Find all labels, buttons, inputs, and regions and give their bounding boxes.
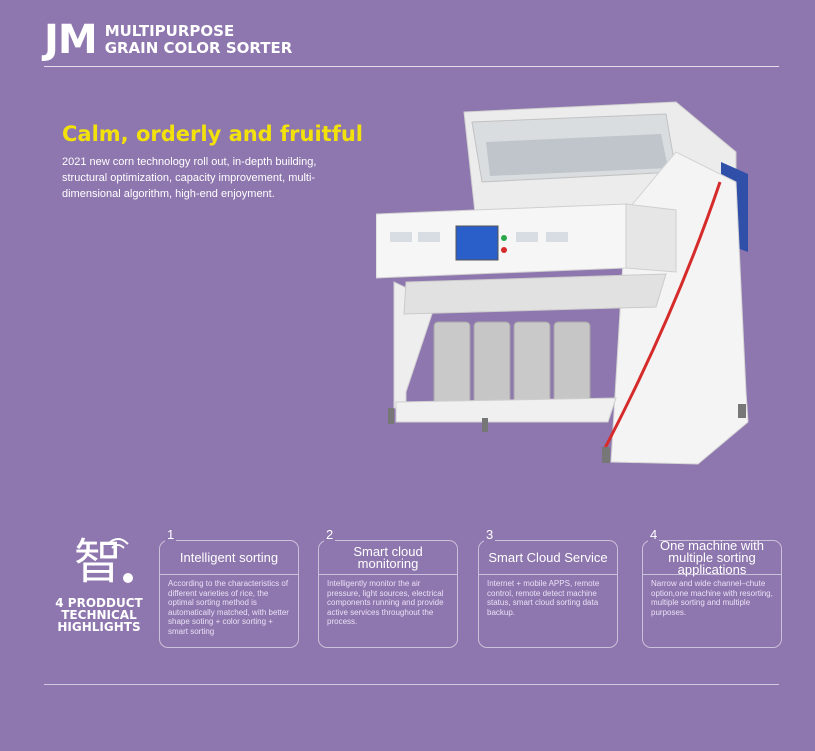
product-title-line2: GRAIN COLOR SORTER <box>104 39 293 57</box>
smart-highlights-icon: 智 <box>74 534 133 590</box>
top-divider <box>44 66 779 67</box>
highlight-card-title: Intelligent sorting <box>160 541 298 575</box>
highlight-card-smart-cloud-monitoring: 2 Smart cloud monitoring Intelligently m… <box>318 528 458 648</box>
color-sorter-machine-image <box>376 101 749 465</box>
highlight-card-title: Smart Cloud Service <box>479 541 617 575</box>
product-title: MULTIPURPOSE GRAIN COLOR SORTER <box>105 23 293 57</box>
highlight-card-description: Intelligently monitor the air pressure, … <box>327 579 444 626</box>
highlight-card-number: 1 <box>165 527 177 542</box>
header: JM MULTIPURPOSE GRAIN COLOR SORTER <box>44 20 292 60</box>
highlights-title: 4 PRODDUCT TECHNICAL HIGHLIGHTS <box>44 597 154 633</box>
brand-logo: JM <box>44 17 98 63</box>
bottom-divider <box>44 684 779 685</box>
highlight-card-title: Smart cloud monitoring <box>319 541 457 575</box>
highlights-title-line3: HIGHLIGHTS <box>57 620 141 634</box>
highlight-card-description: Internet + mobile APPS, remote control, … <box>487 579 600 617</box>
hero-description: 2021 new corn technology roll out, in-de… <box>62 156 317 200</box>
highlight-card-title: One machine with multiple sorting applic… <box>643 539 781 576</box>
highlight-card-multiple-sorting: 4 One machine with multiple sorting appl… <box>642 528 782 648</box>
highlight-card-intelligent-sorting: 1 Intelligent sorting According to the c… <box>159 528 299 648</box>
highlight-card-smart-cloud-service: 3 Smart Cloud Service Internet + mobile … <box>478 528 618 648</box>
product-title-line1: MULTIPURPOSE <box>104 22 235 40</box>
highlight-card-description: Narrow and wide channel–chute option,one… <box>651 579 773 617</box>
highlight-card-number: 2 <box>324 527 336 542</box>
highlight-card-description: According to the characteristics of diff… <box>168 579 289 636</box>
highlight-card-number: 3 <box>484 527 496 542</box>
highlights-title-line2: TECHNICAL <box>61 608 137 622</box>
highlights-icon-glyph: 智 <box>74 534 122 590</box>
highlight-card-number: 4 <box>648 527 660 542</box>
hero-tagline: Calm, orderly and fruitful <box>62 122 363 146</box>
highlights-title-line1: 4 PRODDUCT <box>55 596 143 610</box>
